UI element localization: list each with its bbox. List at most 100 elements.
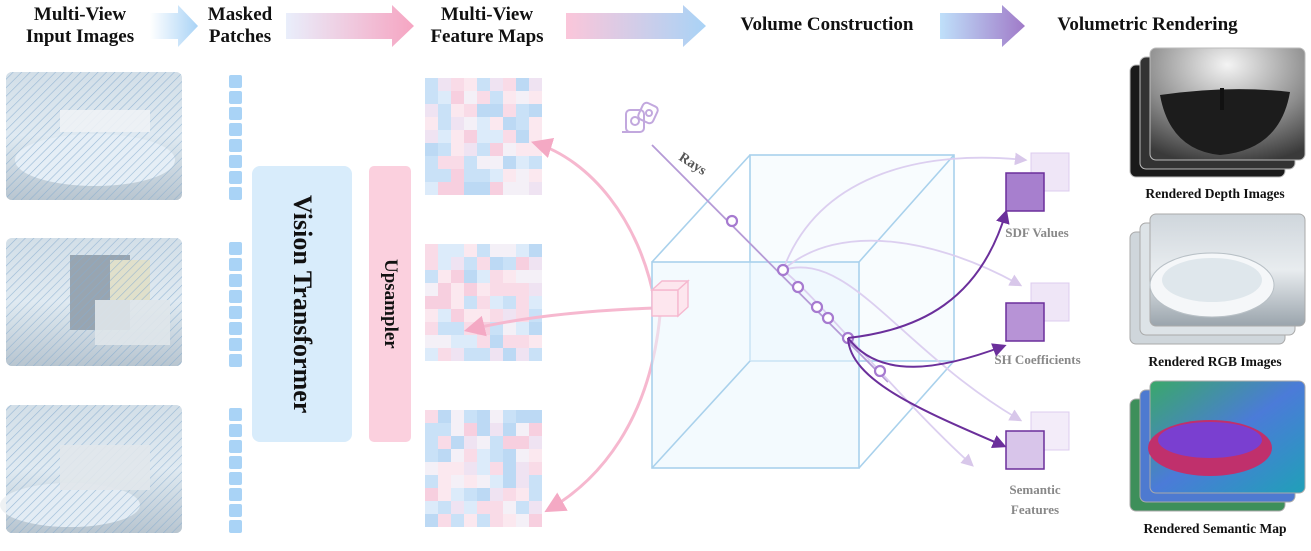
feature-cell (516, 143, 529, 156)
feature-cell (451, 462, 464, 475)
feature-cell (503, 488, 516, 501)
feature-cell (529, 501, 542, 514)
feature-cell (425, 257, 438, 270)
feature-cell (438, 462, 451, 475)
masked-patch (229, 91, 242, 104)
feature-cell (503, 182, 516, 195)
feature-cell (503, 296, 516, 309)
feature-cell (438, 348, 451, 361)
feature-cell (451, 104, 464, 117)
feature-cell (477, 475, 490, 488)
feature-cell (503, 462, 516, 475)
feature-cell (529, 156, 542, 169)
rendered-semantic-label: Rendered Semantic Map (1143, 521, 1287, 536)
masked-patch (229, 408, 242, 421)
feature-cell (516, 348, 529, 361)
feature-cell (516, 117, 529, 130)
feature-cell (529, 117, 542, 130)
feature-cell (464, 348, 477, 361)
feature-cell (438, 156, 451, 169)
masked-patch (229, 274, 242, 287)
feature-cell (438, 296, 451, 309)
feature-cell (477, 335, 490, 348)
feature-cell (503, 436, 516, 449)
header-masked-patches: Masked Patches (207, 4, 273, 47)
feature-map-2 (425, 244, 542, 361)
masked-patch (229, 123, 242, 136)
feature-cell (529, 244, 542, 257)
masked-patch (229, 187, 242, 200)
feature-cell (490, 423, 503, 436)
feature-cell (529, 296, 542, 309)
feature-cell (438, 335, 451, 348)
feature-cell (464, 182, 477, 195)
semantic-features-label: Semantic Features (1009, 482, 1061, 517)
masked-patch (229, 242, 242, 255)
feature-cell (451, 270, 464, 283)
feature-cell (464, 156, 477, 169)
feature-cell (516, 169, 529, 182)
feature-cell (529, 104, 542, 117)
feature-cell (503, 104, 516, 117)
feature-cell (516, 130, 529, 143)
masked-patch (229, 424, 242, 437)
feature-cell (516, 78, 529, 91)
masked-patch (229, 472, 242, 485)
feature-cell (451, 91, 464, 104)
feature-cell (490, 449, 503, 462)
feature-cell (490, 91, 503, 104)
feature-cell (477, 270, 490, 283)
feature-cell (438, 143, 451, 156)
feature-cell (529, 78, 542, 91)
masked-patch (229, 338, 242, 351)
feature-cell (451, 501, 464, 514)
feature-cell (516, 257, 529, 270)
feature-cell (516, 322, 529, 335)
sampled-voxel (650, 279, 690, 318)
feature-cell (438, 91, 451, 104)
feature-cell (451, 488, 464, 501)
feature-cell (529, 348, 542, 361)
header-volume-construction: Volume Construction (740, 14, 914, 35)
feature-cell (503, 143, 516, 156)
feature-cell (451, 117, 464, 130)
feature-cell (425, 104, 438, 117)
feature-cell (529, 514, 542, 527)
feature-cell (516, 104, 529, 117)
feature-cell (464, 78, 477, 91)
feature-cell (490, 488, 503, 501)
feature-cell (529, 488, 542, 501)
feature-cell (425, 309, 438, 322)
feature-cell (464, 462, 477, 475)
feature-cell (529, 91, 542, 104)
feature-cell (451, 182, 464, 195)
feature-cell (464, 423, 477, 436)
feature-cell (529, 257, 542, 270)
feature-cell (451, 423, 464, 436)
input-image-1 (6, 72, 182, 200)
feature-cell (464, 169, 477, 182)
feature-cell (425, 117, 438, 130)
feature-cell (464, 143, 477, 156)
feature-cell (425, 91, 438, 104)
feature-cell (451, 436, 464, 449)
feature-cell (516, 410, 529, 423)
feature-cell (477, 283, 490, 296)
feature-cell (438, 410, 451, 423)
masked-patch (229, 488, 242, 501)
feature-cell (490, 296, 503, 309)
feature-cell (529, 335, 542, 348)
feature-cell (490, 156, 503, 169)
masked-patch (229, 139, 242, 152)
feature-cell (477, 244, 490, 257)
feature-cell (451, 143, 464, 156)
feature-cell (451, 322, 464, 335)
feature-cell (477, 169, 490, 182)
feature-cell (477, 117, 490, 130)
feature-cell (529, 449, 542, 462)
header-arrow-3 (566, 5, 706, 47)
feature-cell (464, 410, 477, 423)
feature-cell (425, 156, 438, 169)
feature-cell (516, 270, 529, 283)
feature-cell (425, 322, 438, 335)
